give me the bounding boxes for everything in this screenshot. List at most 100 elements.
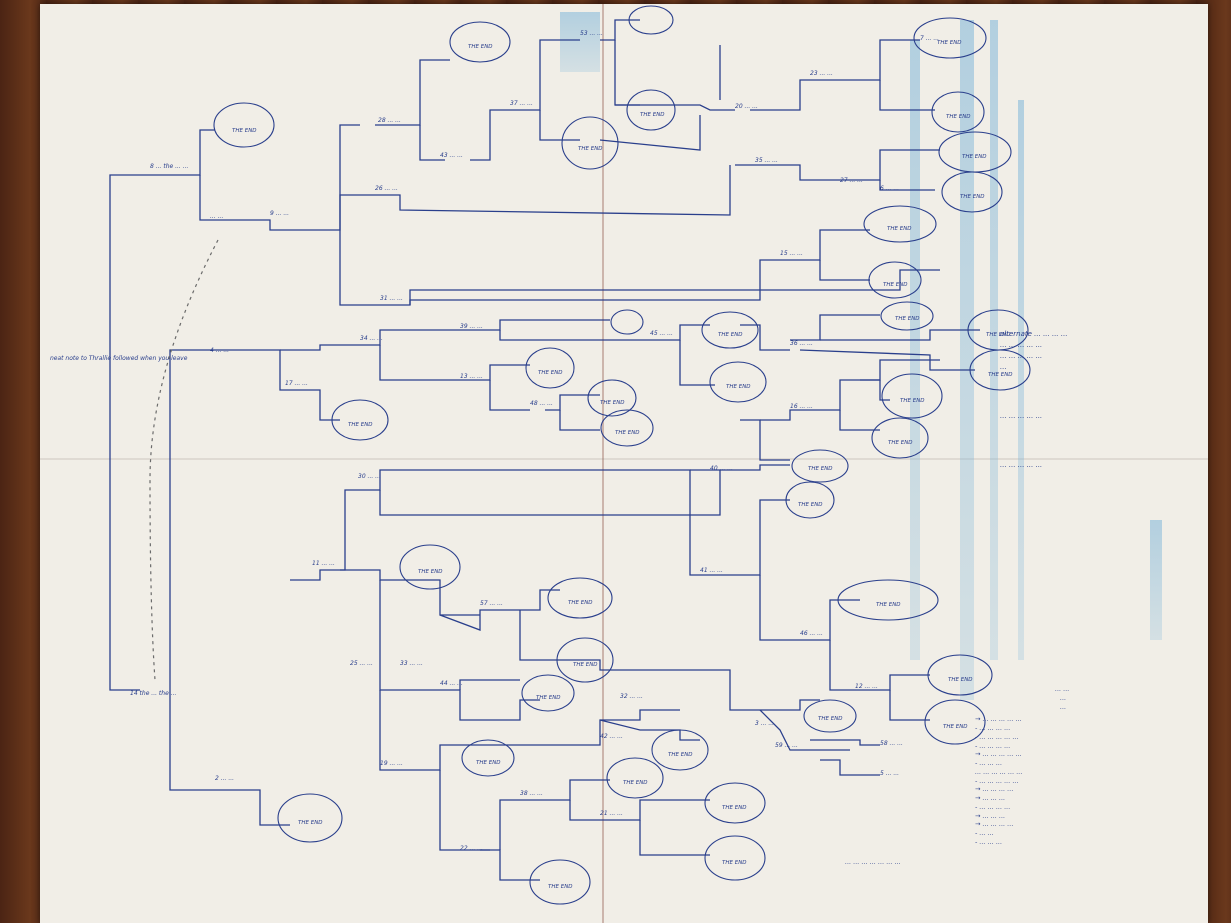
list-item: → ... ... ... ... ... xyxy=(975,715,1200,724)
list-item: → ... ... ... xyxy=(975,812,1200,821)
list-item: - ... ... ... ... xyxy=(975,724,1200,733)
svg-text:THE END: THE END xyxy=(808,466,833,472)
node-labels: neat note to Thrallie followed when you … xyxy=(50,30,939,852)
branch-lines xyxy=(110,20,980,880)
list-item: → ... ... ... ... xyxy=(975,785,1200,794)
svg-text:THE END: THE END xyxy=(960,194,985,200)
svg-text:THE END: THE END xyxy=(887,226,912,232)
svg-text:THE END: THE END xyxy=(818,716,843,722)
svg-text:17 ... ...: 17 ... ... xyxy=(285,380,308,387)
svg-text:19 ... ...: 19 ... ... xyxy=(380,760,403,767)
end-labels: THE END THE END THE END THE END THE END … xyxy=(232,40,1013,890)
dashed-connector xyxy=(150,240,218,680)
svg-text:28 ... ...: 28 ... ... xyxy=(378,117,401,124)
svg-text:THE END: THE END xyxy=(943,724,968,730)
svg-text:THE END: THE END xyxy=(348,422,373,428)
svg-text:THE END: THE END xyxy=(718,332,743,338)
note-line: alternate ... ... ... ... xyxy=(1000,330,1200,339)
svg-text:44 ... ...: 44 ... ... xyxy=(440,680,463,687)
list-header: ... ... xyxy=(1055,685,1200,694)
svg-text:THE END: THE END xyxy=(962,154,987,160)
svg-text:26 ... ...: 26 ... ... xyxy=(375,185,398,192)
svg-text:THE END: THE END xyxy=(418,569,443,575)
svg-text:48 ... ...: 48 ... ... xyxy=(530,400,553,407)
list-item: → ... ... ... ... ... xyxy=(975,750,1200,759)
svg-text:36 ... ...: 36 ... ... xyxy=(790,340,813,347)
svg-text:38 ... ...: 38 ... ... xyxy=(520,790,543,797)
bottom-right-list: ... ... ... ... → ... ... ... ... ... - … xyxy=(975,685,1200,847)
svg-text:34 ... ...: 34 ... ... xyxy=(360,335,383,342)
end-circles xyxy=(214,6,1030,904)
svg-text:8 ... the ... ...: 8 ... the ... ... xyxy=(150,163,189,170)
svg-text:27 ... ...: 27 ... ... xyxy=(840,177,863,184)
svg-text:3 ... ...: 3 ... ... xyxy=(755,720,774,727)
svg-text:16 ... ...: 16 ... ... xyxy=(790,403,813,410)
svg-text:32 ... ...: 32 ... ... xyxy=(620,693,643,700)
svg-text:THE END: THE END xyxy=(948,677,973,683)
list-item: → ... ... ... xyxy=(975,794,1200,803)
svg-text:14 the ... the ...: 14 the ... the ... xyxy=(130,690,176,697)
svg-text:THE END: THE END xyxy=(548,884,573,890)
list-item: - ... ... ... ... ... xyxy=(975,733,1200,742)
svg-text:12 ... ...: 12 ... ... xyxy=(855,683,878,690)
root-label: neat note to Thrallie followed when you … xyxy=(50,355,188,362)
svg-text:53 ... ...: 53 ... ... xyxy=(580,30,603,37)
svg-text:42 ... ...: 42 ... ... xyxy=(600,733,623,740)
svg-text:THE END: THE END xyxy=(900,398,925,404)
svg-text:23 ... ...: 23 ... ... xyxy=(810,70,833,77)
svg-text:THE END: THE END xyxy=(876,602,901,608)
svg-text:4 ... ...: 4 ... ... xyxy=(210,347,229,354)
svg-text:57 ... ...: 57 ... ... xyxy=(480,600,503,607)
svg-text:33 ... ...: 33 ... ... xyxy=(400,660,423,667)
list-item: - ... ... xyxy=(975,829,1200,838)
svg-text:THE END: THE END xyxy=(538,370,563,376)
svg-text:6 ... ...: 6 ... ... xyxy=(880,185,899,192)
svg-text:35 ... ...: 35 ... ... xyxy=(755,157,778,164)
svg-text:THE END: THE END xyxy=(722,805,747,811)
svg-text:THE END: THE END xyxy=(568,600,593,606)
svg-text:46 ... ...: 46 ... ... xyxy=(800,630,823,637)
svg-text:25 ... ...: 25 ... ... xyxy=(350,660,373,667)
svg-text:11 ... ...: 11 ... ... xyxy=(312,560,335,567)
svg-text:THE END: THE END xyxy=(578,146,603,152)
svg-text:THE END: THE END xyxy=(232,128,257,134)
list-header: ... xyxy=(1060,703,1200,712)
svg-text:39 ... ...: 39 ... ... xyxy=(460,323,483,330)
svg-text:41 ... ...: 41 ... ... xyxy=(700,567,723,574)
svg-text:THE END: THE END xyxy=(798,502,823,508)
list-item: - ... ... ... xyxy=(975,838,1200,847)
svg-text:THE END: THE END xyxy=(468,44,493,50)
list-item: → ... ... ... ... xyxy=(975,820,1200,829)
svg-text:58 ... ...: 58 ... ... xyxy=(880,740,903,747)
svg-text:22 ... ...: 22 ... ... xyxy=(460,845,483,852)
svg-text:THE END: THE END xyxy=(883,282,908,288)
svg-text:40 ... ...: 40 ... ... xyxy=(710,465,733,472)
svg-text:30 ... ...: 30 ... ... xyxy=(358,473,381,480)
svg-text:THE END: THE END xyxy=(536,695,561,701)
note-line: ... xyxy=(1000,363,1200,372)
svg-text:20 ... ...: 20 ... ... xyxy=(735,103,758,110)
svg-text:43 ... ...: 43 ... ... xyxy=(440,152,463,159)
svg-text:37 ... ...: 37 ... ... xyxy=(510,100,533,107)
svg-text:2 ... ...: 2 ... ... xyxy=(215,775,234,782)
svg-text:45 ... ...: 45 ... ... xyxy=(650,330,673,337)
margin-notes: alternate ... ... ... ... ... ... ... ..… xyxy=(1000,330,1200,473)
svg-text:THE END: THE END xyxy=(895,316,920,322)
svg-text:15 ... ...: 15 ... ... xyxy=(780,250,803,257)
svg-text:THE END: THE END xyxy=(623,780,648,786)
svg-text:31 ... ...: 31 ... ... xyxy=(380,295,403,302)
list-item: ... ... ... ... ... ... xyxy=(975,768,1200,777)
list-item: - ... ... ... ... ... xyxy=(975,777,1200,786)
svg-text:THE END: THE END xyxy=(640,112,665,118)
svg-text:THE END: THE END xyxy=(298,820,323,826)
svg-text:THE END: THE END xyxy=(476,760,501,766)
note-line: ... ... ... ... ... xyxy=(1000,412,1200,421)
list-item: - ... ... ... ... xyxy=(975,803,1200,812)
svg-text:THE END: THE END xyxy=(615,430,640,436)
svg-text:5 ... ...: 5 ... ... xyxy=(880,770,899,777)
svg-text:THE END: THE END xyxy=(600,400,625,406)
svg-text:13 ... ...: 13 ... ... xyxy=(460,373,483,380)
list-item: - ... ... ... ... xyxy=(975,742,1200,751)
svg-text:9 ... ...: 9 ... ... xyxy=(270,210,289,217)
note-line: ... ... ... ... ... xyxy=(1000,341,1200,350)
